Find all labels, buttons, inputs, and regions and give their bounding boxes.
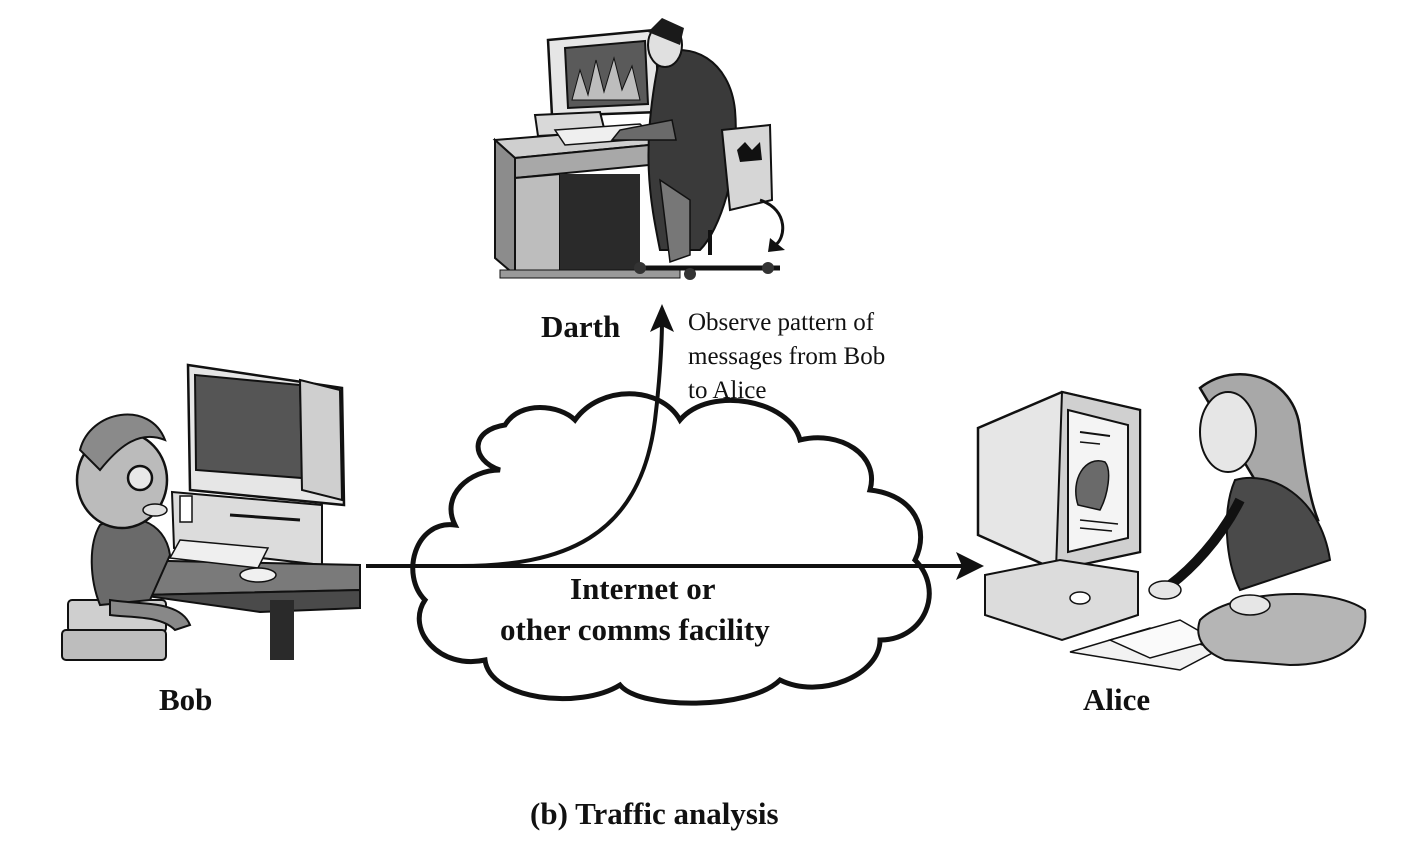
cloud-label-line-1: Internet or <box>570 571 716 606</box>
figure-caption: (b) Traffic analysis <box>530 796 779 831</box>
darth-illustration <box>492 18 785 280</box>
observe-arrow-to-darth <box>459 304 674 568</box>
cloud-label-line-2: other comms facility <box>500 612 770 647</box>
bob-illustration <box>61 363 361 661</box>
darth-label: Darth <box>541 309 621 344</box>
cloud-shape <box>410 391 932 706</box>
alice-label: Alice <box>1083 682 1151 717</box>
bob-label: Bob <box>159 682 213 717</box>
alice-illustration <box>976 373 1367 671</box>
observe-pattern-note: Observe pattern of messages from Bob to … <box>688 309 886 404</box>
